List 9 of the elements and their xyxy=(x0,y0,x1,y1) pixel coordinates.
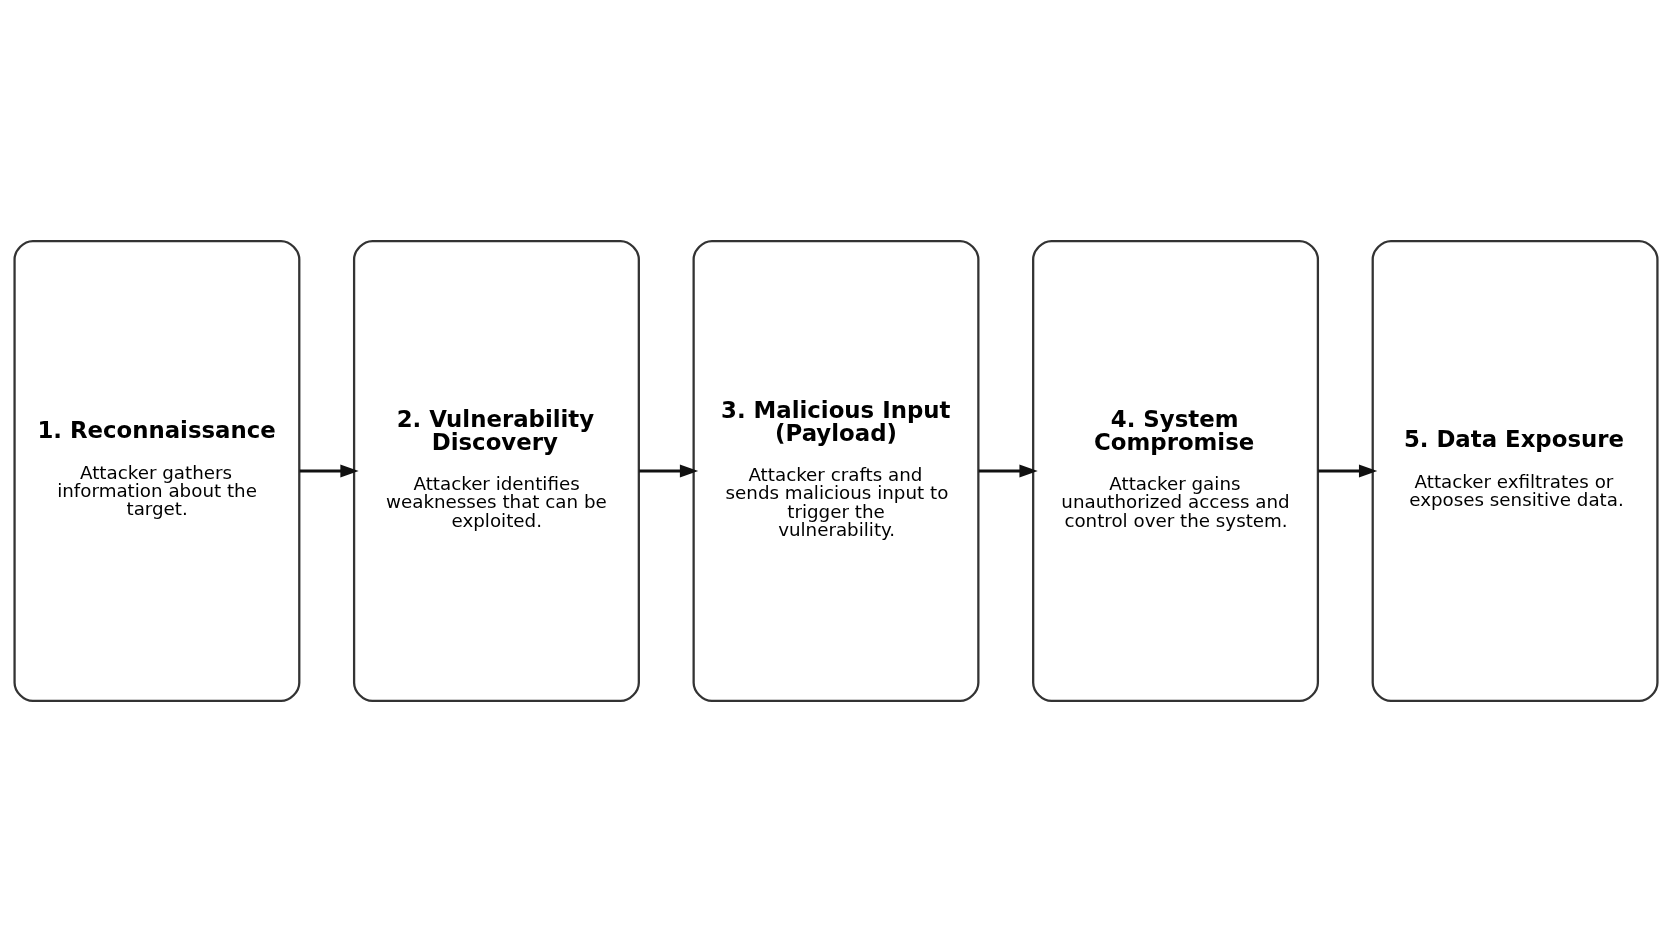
node-box: 1. Reconnaissance Attacker gathers information about the target. xyxy=(13,239,301,702)
arrow xyxy=(639,464,699,477)
arrow xyxy=(1318,464,1378,477)
node-box: 3. Malicious Input (Payload) Attacker crafts and sends malicious input to trigger the vulnerability. xyxy=(692,239,980,702)
arrow xyxy=(299,464,359,477)
node-box: 5. Data Exposure Attacker exfiltrates or exposes sensitive data. xyxy=(1371,239,1659,702)
arrow xyxy=(978,464,1038,477)
node-box: 4. System Compromise Attacker gains unauthorized access and control over the system. xyxy=(1032,239,1320,702)
node-box: 2. Vulnerability Discovery Attacker identifies weaknesses that can be exploited. xyxy=(352,239,640,702)
